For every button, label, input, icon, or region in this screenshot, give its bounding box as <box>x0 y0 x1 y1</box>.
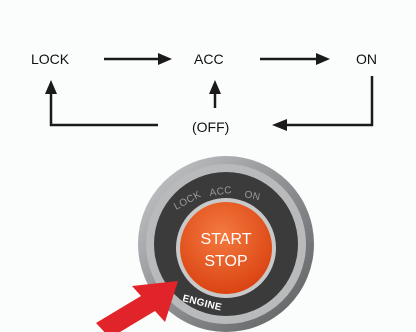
press-arrow-icon <box>96 281 178 332</box>
arrow-off-to-acc <box>209 80 221 108</box>
state-label-acc: ACC <box>194 51 224 67</box>
ring-label-acc: ACC <box>209 185 233 199</box>
button-face[interactable] <box>180 202 272 294</box>
start-stop-button[interactable]: LOCK ACC ON ENGINE START STOP <box>138 156 314 332</box>
state-label-on: ON <box>356 51 377 67</box>
state-label-lock: LOCK <box>31 51 70 67</box>
stop-label: STOP <box>204 253 247 270</box>
arrow-acc-to-on <box>260 53 330 65</box>
state-label-off: (OFF) <box>192 119 229 135</box>
ring-label-on: ON <box>243 189 261 203</box>
arrow-on-to-off <box>272 76 374 131</box>
arrow-lock-to-acc <box>104 53 172 65</box>
arrow-off-to-lock <box>45 80 158 127</box>
start-label: START <box>201 231 252 248</box>
